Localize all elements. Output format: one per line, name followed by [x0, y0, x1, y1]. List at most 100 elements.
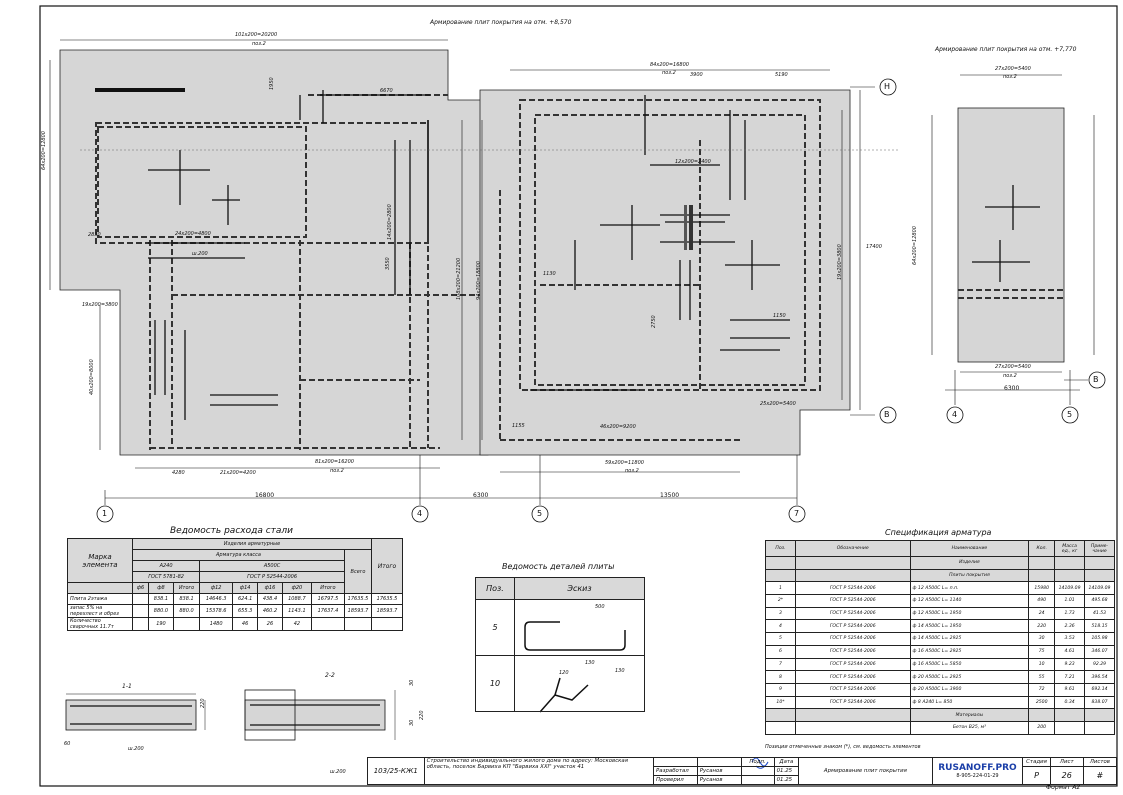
details-header-pos: Поз. — [475, 577, 515, 600]
steel-table: Марка элемента Изделия арматурные Итого … — [67, 538, 403, 631]
stamp-sheets-label: Листов — [1082, 757, 1118, 767]
dim-label: 59х200=11800 — [605, 460, 644, 466]
stamp-date: 01.25 — [773, 775, 800, 785]
side-slab — [957, 107, 1065, 363]
steel-col: Итого — [172, 582, 201, 594]
section-dim: ш.200 — [330, 769, 346, 775]
spec-section: Материалы — [909, 708, 1030, 722]
dim-label-vertical: 94х200=18800 — [476, 261, 482, 300]
stamp-project: Строительство индивидуального жилого дом… — [423, 757, 655, 785]
axis-label-1: 1 — [102, 509, 108, 518]
stamp-dev-label: Разработал — [653, 766, 698, 776]
dashed-beams — [95, 94, 1064, 450]
dimension-lines — [49, 39, 1095, 505]
stamp-chk-label: Проверил — [653, 775, 698, 785]
dim-label: 2830 — [88, 232, 101, 238]
steel-col: ф20 — [281, 582, 312, 594]
steel-header-class: Арматура класса — [132, 549, 345, 561]
main-title: Армирование плит покрытия на отм. +8,570 — [430, 19, 572, 26]
dim-label-vertical: 64х200=12800 — [41, 131, 47, 170]
spec-header: Поз. — [765, 540, 796, 557]
spec-header: Масса ед., кг — [1054, 540, 1086, 557]
dim-label-vertical: 2750 — [651, 315, 657, 328]
stamp-chk-name: Русанов — [696, 775, 742, 785]
format-label: Формат А2 — [1046, 784, 1081, 791]
stamp-sign-label: Подп. — [740, 757, 775, 767]
steel-col: ф8 — [148, 582, 174, 594]
steel-col: Итого — [310, 582, 346, 594]
details-header-sketch: Эскиз — [514, 577, 645, 600]
spec-table-title: Спецификация арматура — [885, 528, 992, 537]
stamp-sheets: # — [1082, 766, 1118, 785]
stamp-sheet-label: Лист — [1049, 757, 1084, 767]
spec-header: Кол. — [1028, 540, 1056, 557]
dim-bottom-1: 16800 — [255, 492, 275, 499]
section-dim: 220 — [419, 710, 425, 720]
steel-header-mark: Марка элемента — [67, 538, 133, 583]
dim-label: 3900 — [690, 72, 703, 78]
dim-label-vertical: 3550 — [385, 257, 391, 270]
dim-bottom-2: 6300 — [473, 492, 489, 499]
rebar-bundle — [689, 205, 693, 250]
stamp-dev-name: Русанов — [696, 766, 742, 776]
stamp-date-label: Дата — [773, 757, 800, 767]
dim-label: 19х200=3800 — [82, 302, 118, 308]
dim-label: поз.2 — [625, 468, 639, 474]
side-title: Армирование плит покрытия на отм. +7,770 — [935, 46, 1077, 53]
rebar-lines — [148, 90, 1040, 420]
section-dim: 30 — [409, 679, 415, 686]
axis-label-n: Н — [884, 82, 891, 91]
slab-outline-2 — [479, 89, 851, 456]
dim-label: 6670 — [380, 88, 393, 94]
axis-label-v: В — [884, 410, 890, 419]
steel-table-title: Ведомость расхода стали — [170, 526, 294, 536]
spec-header: Приме- чание — [1084, 540, 1115, 557]
axis-label-5-side: 5 — [1067, 410, 1073, 419]
section-label: 1-1 — [122, 683, 132, 690]
dim-label: поз.2 — [662, 70, 676, 76]
stamp-code: 103/25-КЖ1 — [367, 757, 425, 785]
dim-label: 24х200=4800 — [175, 231, 211, 237]
slab-outline-1 — [59, 49, 489, 456]
table-row: 10 120 130 130 — [475, 655, 645, 712]
dim-label: 12х200=2400 — [675, 159, 711, 165]
dim-label: 4280 — [172, 470, 185, 476]
steel-header-itogo: Итого — [371, 538, 403, 594]
section-dim: 220 — [200, 698, 206, 708]
dim-label: поз.2 — [252, 41, 266, 47]
spec-section: Плиты покрытия — [909, 568, 1030, 583]
dim-label: 84х200=16800 — [650, 62, 689, 68]
section-dim: 30 — [409, 719, 415, 726]
stamp-stage: Р — [1022, 766, 1051, 785]
dim-label-vertical: 14х200=2800 — [387, 204, 393, 240]
steel-header-total: Всего — [344, 549, 372, 594]
spec-table: Поз. Обозначение Наименование Кол. Масса… — [765, 540, 1115, 735]
steel-header-a240: А240 — [131, 560, 201, 572]
company-phone: 8-905-224-01-29 — [956, 773, 999, 779]
spec-note: Позиции отмеченные знаком (*), см. ведом… — [765, 744, 921, 750]
spec-section: Изделия — [909, 556, 1030, 570]
dim-label: 46х200=9200 — [600, 424, 636, 430]
dim-label: поз.2 — [1003, 373, 1017, 379]
details-table: Поз. Эскиз 5 500 138 10 120 130 130 — [475, 577, 645, 712]
dim-label: 27х200=5400 — [995, 66, 1031, 72]
dim-label: 1150 — [773, 313, 786, 319]
axis-label-4: 4 — [417, 509, 423, 518]
dim-label-vertical: 19х200=3800 — [837, 244, 843, 280]
dim-label: поз.2 — [1003, 74, 1017, 80]
dim-label: 81х200=16200 — [315, 459, 354, 465]
dim-label: 25х200=5400 — [760, 401, 796, 407]
side-dim-bottom: 6300 — [1004, 385, 1020, 392]
stamp-sheet: 26 — [1049, 766, 1084, 785]
